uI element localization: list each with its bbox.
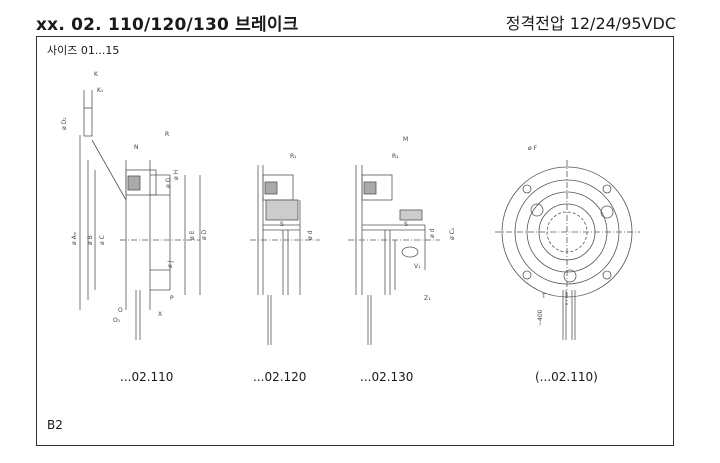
dim-t: T: [541, 293, 546, 300]
dim-v1: V₁: [414, 263, 421, 270]
drawing-02-120: [250, 165, 320, 345]
drawing-02-110: [79, 90, 201, 340]
dim-d: ø D: [201, 229, 208, 240]
dim-c: ø C: [99, 235, 106, 245]
dim-m: M: [403, 136, 408, 143]
dim-s-b: S: [404, 221, 408, 228]
dim-g: ø G: [165, 177, 172, 188]
dim-o1: O₁: [113, 317, 121, 324]
caption-02-120: ...02.120: [253, 370, 307, 384]
caption-02-130: ...02.130: [360, 370, 414, 384]
dim-s-a: S: [280, 221, 284, 228]
drawing-frame: [36, 36, 674, 446]
dim-x: X: [158, 311, 162, 318]
dim-d-b: ø d: [429, 228, 436, 238]
dim-j: ø J: [167, 260, 174, 268]
dim-e: ø E: [189, 230, 196, 240]
dim-n: N: [134, 144, 139, 151]
drawing-02-130: [348, 165, 440, 345]
dim-o: O: [118, 307, 123, 314]
dim-k1: K₁: [97, 87, 104, 94]
dim-h: ø H: [173, 170, 180, 180]
caption-02-110: ...02.110: [120, 370, 174, 384]
dim-r1-a: R₁: [290, 153, 297, 160]
drawing-front-view: [495, 160, 640, 340]
dim-k: K: [94, 71, 99, 78]
dim-am: ø Aₘ: [71, 231, 78, 245]
dim-r1-b: R₁: [392, 153, 399, 160]
dim-c1: ø C₁: [449, 227, 456, 240]
dim-r: R: [165, 131, 169, 138]
caption-front-view: (...02.110): [535, 370, 598, 384]
dim-d-a: ø d: [307, 230, 314, 240]
dim-b: ø B: [87, 235, 94, 245]
rated-voltage: 정격전압 12/24/95VDC: [505, 14, 676, 33]
dim-f: ø F: [528, 145, 538, 152]
dim-z1: Z₁: [424, 295, 431, 302]
size-range-label: 사이즈 01...15: [47, 44, 120, 57]
dim-p: P: [170, 295, 174, 302]
dim-cable-length: ~400: [537, 309, 544, 326]
page-code: B2: [47, 418, 63, 432]
page-title: xx. 02. 110/120/130 브레이크: [36, 15, 299, 35]
dim-d2: ø D₂: [61, 117, 68, 130]
